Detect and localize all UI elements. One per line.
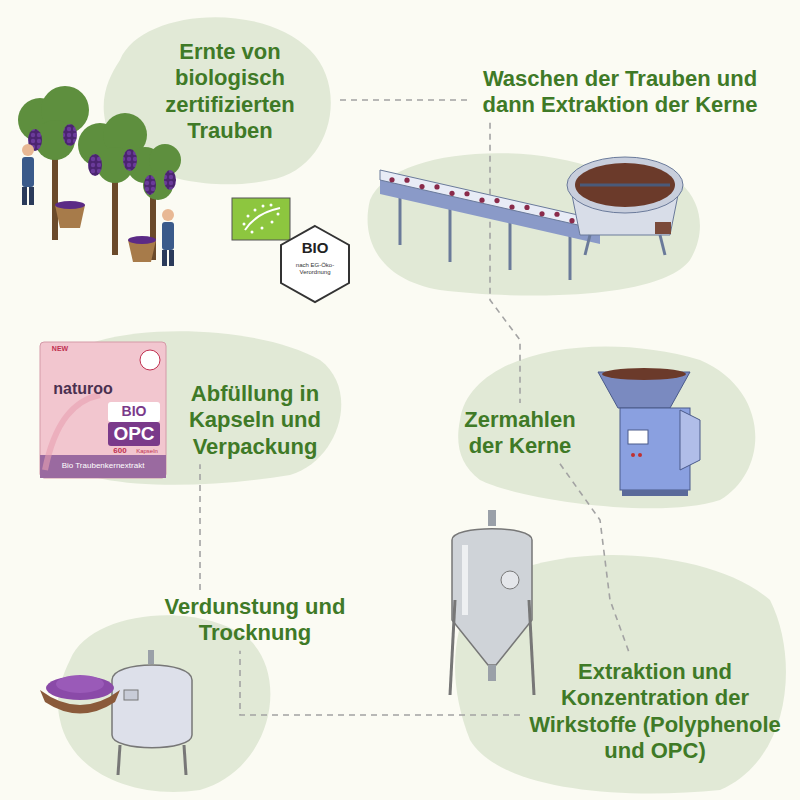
eu-organic-logo	[232, 198, 290, 240]
step-box: Verdunstung und Trocknung	[140, 590, 370, 651]
grape-dot	[509, 204, 514, 209]
package-text: BIO	[108, 404, 160, 419]
grape-dot	[389, 177, 394, 182]
flow-connector	[560, 464, 630, 655]
step-box: Ernte von biologisch zertifizierten Trau…	[120, 35, 340, 149]
step-text: Ernte von biologisch zertifizierten Trau…	[124, 39, 336, 145]
grape-dot	[569, 218, 574, 223]
package-text: OPC	[108, 424, 160, 445]
step-box: Waschen der Trauben und dann Extraktion …	[470, 62, 770, 123]
label-holder: OPC	[108, 424, 160, 445]
grape-dot	[479, 198, 484, 203]
grape-dot	[449, 191, 454, 196]
grinder	[598, 368, 700, 496]
seal-text: nach EG-Öko-Verordnung	[288, 262, 342, 275]
flow-connector	[490, 123, 520, 403]
package-text: Kapseln	[130, 448, 164, 455]
grape-dot	[539, 211, 544, 216]
step-text: Abfüllung in Kapseln und Verpackung	[174, 381, 336, 460]
step-text: Zermahlen der Kerne	[449, 407, 591, 460]
grape-dot	[494, 198, 499, 203]
vineyard	[18, 86, 181, 266]
label-holder: Bio Traubenkernextrakt	[42, 462, 164, 471]
package-text: Bio Traubenkernextrakt	[42, 462, 164, 471]
step-text: Extraktion und Konzentration der Wirksto…	[524, 659, 786, 765]
flow-connector	[199, 464, 201, 590]
evaporator	[40, 650, 192, 775]
package-text: 600	[108, 447, 132, 456]
label-holder: nach EG-Öko-Verordnung	[288, 262, 342, 275]
label-holder: BIO	[290, 240, 340, 257]
blob	[368, 153, 700, 295]
seed-extractor	[567, 157, 683, 255]
label-holder: BIO	[108, 404, 160, 419]
label-holder: 600	[108, 447, 132, 456]
package-text: naturoo	[48, 380, 118, 398]
label-holder: Kapseln	[130, 448, 164, 455]
label-holder: naturoo	[48, 380, 118, 398]
step-text: Waschen der Trauben und dann Extraktion …	[474, 66, 766, 119]
flow-connector	[340, 99, 470, 101]
flow-connector	[240, 651, 520, 715]
label-holder: NEW	[45, 345, 75, 353]
bio-seal	[281, 226, 349, 302]
step-box: Extraktion und Konzentration der Wirksto…	[520, 655, 790, 769]
step-box: Abfüllung in Kapseln und Verpackung	[170, 377, 340, 464]
grape-dot	[524, 205, 529, 210]
extraction-tank	[450, 510, 534, 695]
product-bag	[40, 342, 166, 478]
step-text: Verdunstung und Trocknung	[144, 594, 366, 647]
package-text: NEW	[45, 345, 75, 353]
grape-dot	[554, 212, 559, 217]
grape-dot	[434, 184, 439, 189]
grape-dot	[464, 191, 469, 196]
grape-dot	[419, 184, 424, 189]
grape-dot	[404, 178, 409, 183]
seal-text: BIO	[290, 240, 340, 257]
step-box: Zermahlen der Kerne	[445, 403, 595, 464]
